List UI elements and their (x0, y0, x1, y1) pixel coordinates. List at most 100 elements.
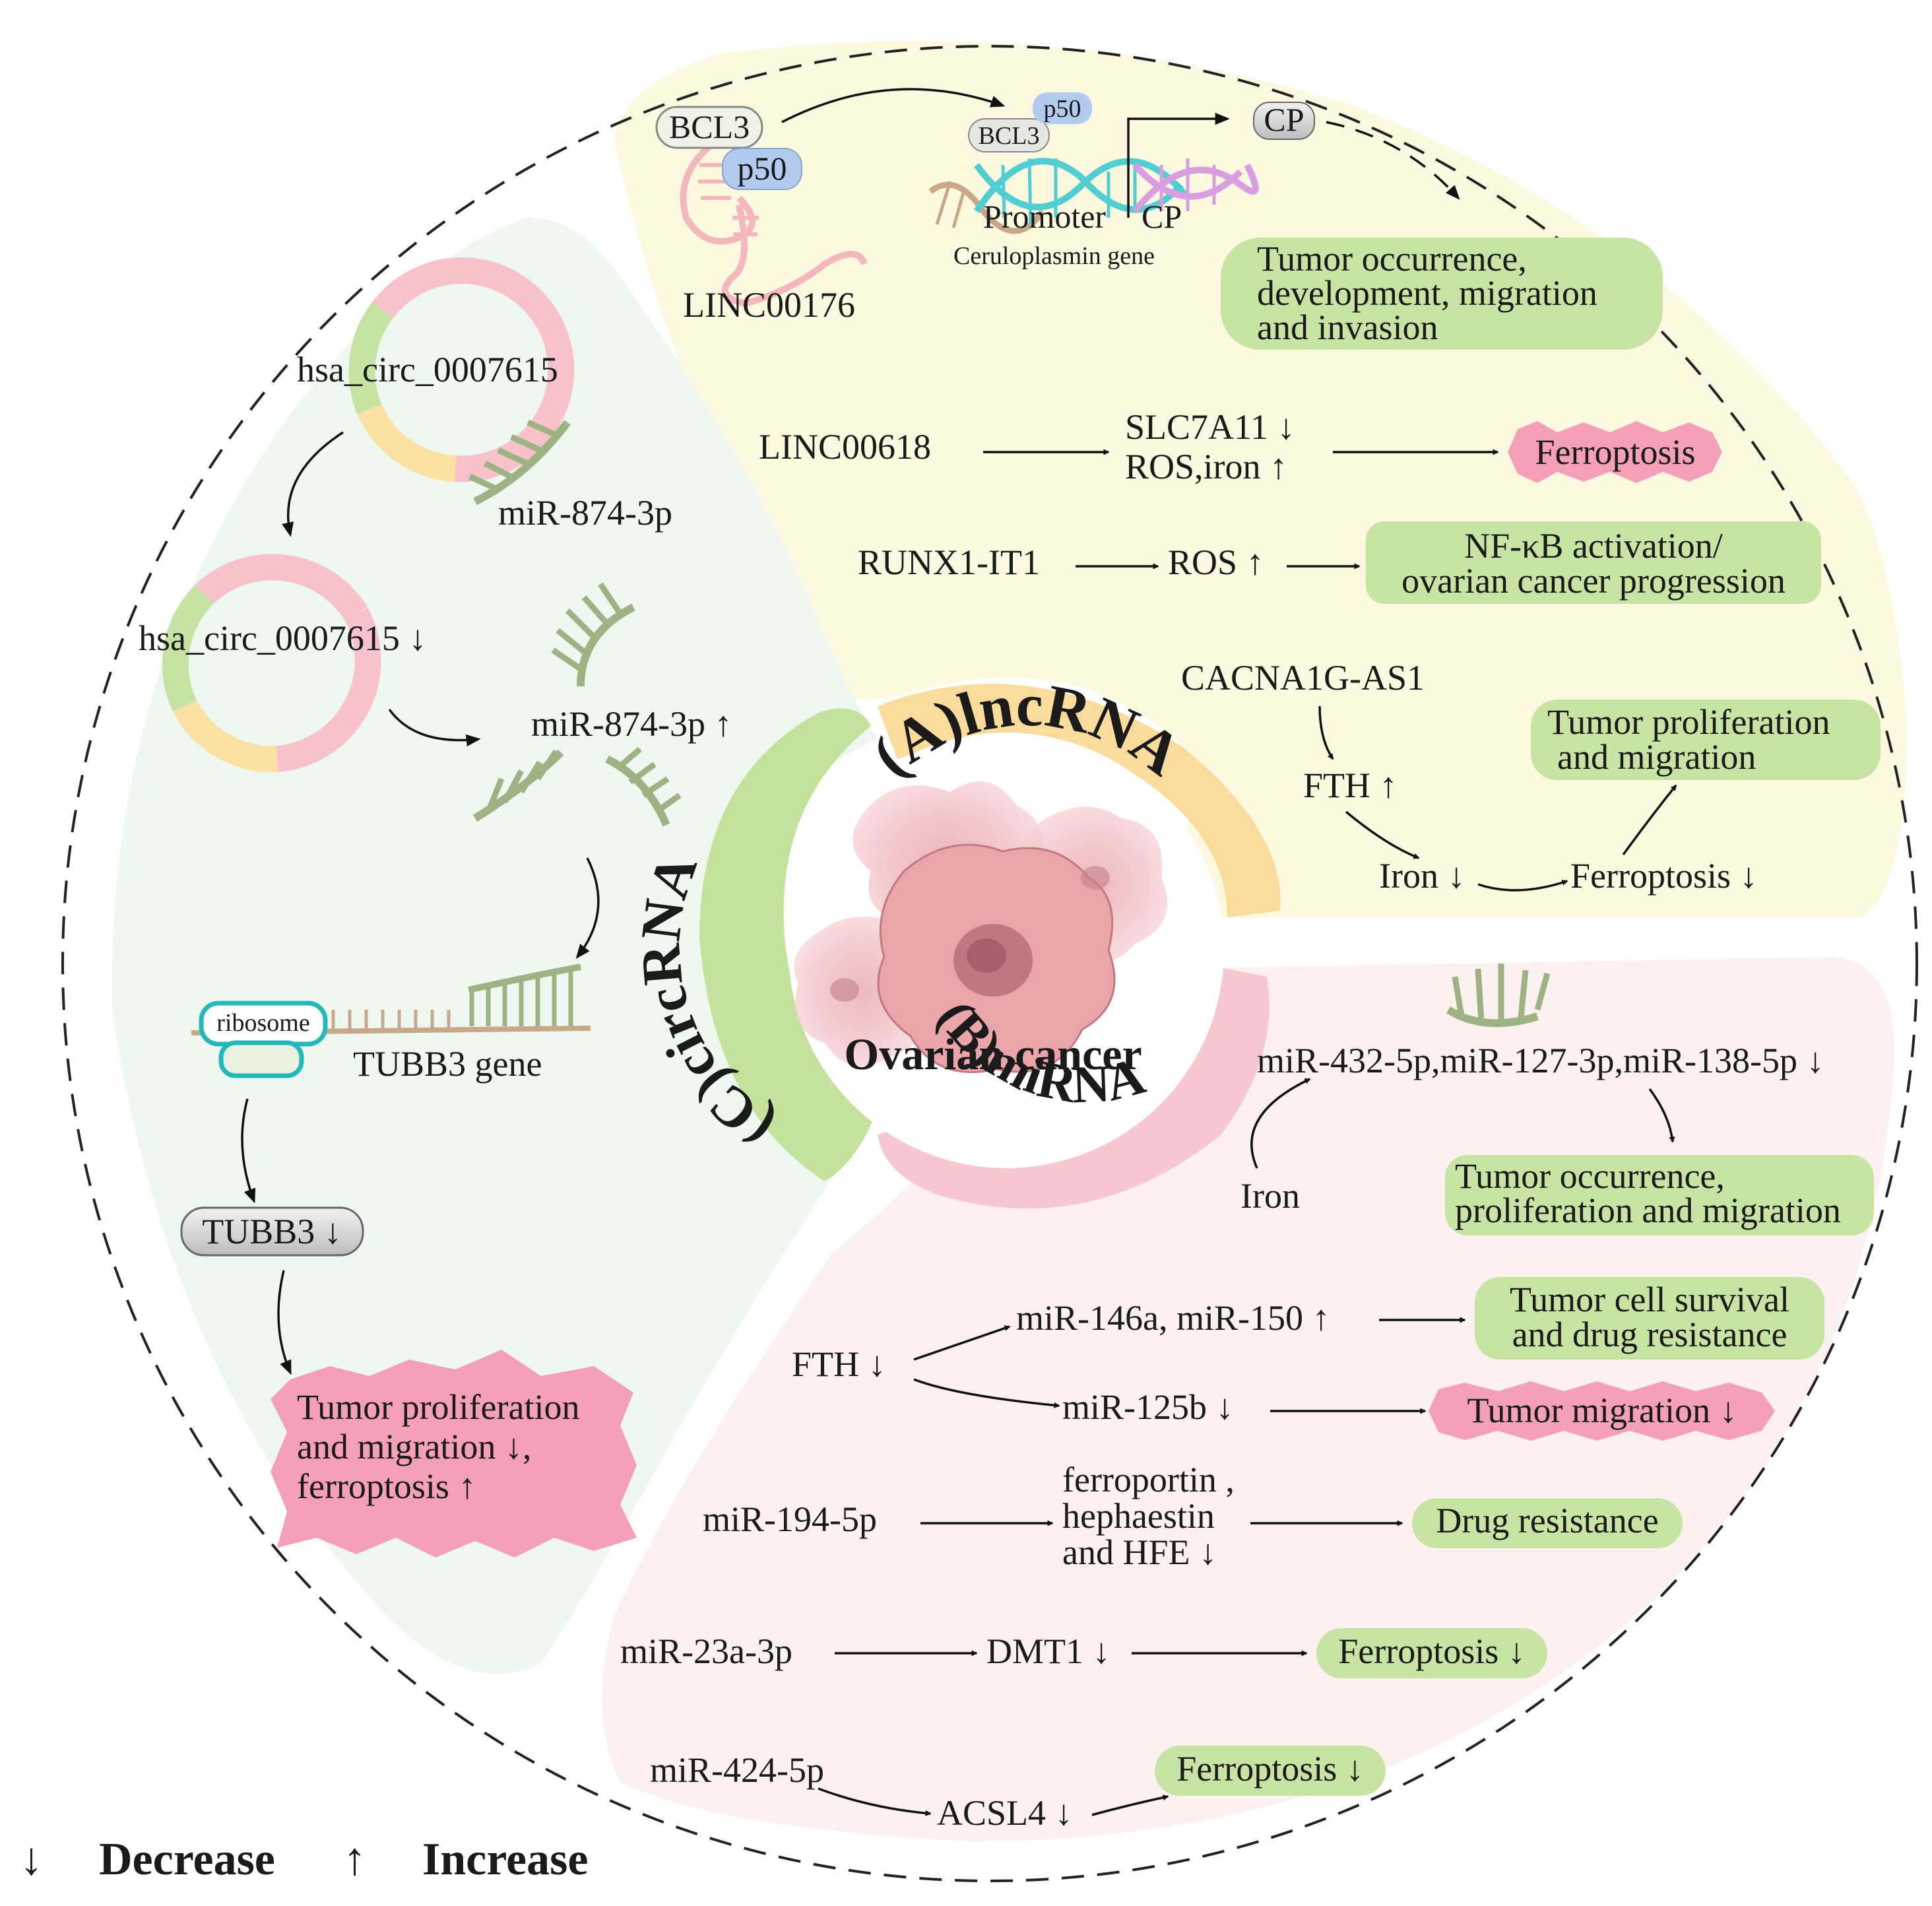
ferroptosis-acsl-box (1155, 1746, 1386, 1796)
tumor-occ-prolif-text: Tumor occurrence, (1455, 1156, 1725, 1196)
ferroptosis-acsl-label: Ferroptosis ↓ (1176, 1749, 1364, 1789)
legend-up-label: Increase (422, 1834, 588, 1885)
legend-up-symbol: ↑ (343, 1834, 366, 1885)
mirna-hairpin-icon (1446, 964, 1551, 1028)
iron-down-label: Iron ↓ (1379, 856, 1465, 896)
legend-down-label: Decrease (99, 1834, 275, 1885)
p50-label: p50 (738, 150, 787, 187)
acsl4-label: ACSL4 ↓ (937, 1793, 1073, 1833)
ferroptosis-to-prolif-arrow (1622, 784, 1677, 856)
result-text: Tumor proliferation (297, 1387, 579, 1427)
mir874-strand-icon-1 (468, 419, 571, 506)
cp-protein-label: CP (1264, 101, 1304, 138)
fth-to-mir125b-arrow (913, 1378, 1060, 1408)
tumor-occurrence-box (1221, 238, 1663, 350)
ferroportin-text: ferroportin , (1062, 1460, 1235, 1499)
iron-label: Iron (1240, 1176, 1300, 1216)
circrna-band (699, 708, 878, 1181)
ros-up-label: ROS ↑ (1168, 542, 1264, 582)
circ2-to-mir874-arrow (388, 708, 481, 747)
ferroptosis-burst-1 (1508, 421, 1722, 483)
nfkb-text: ovarian cancer progression (1401, 561, 1786, 601)
circ1-label: hsa_circ_0007615 (297, 350, 558, 389)
mir874-strand-icon-2 (472, 582, 682, 827)
promoter-label: Promoter (983, 198, 1106, 235)
tumor-occ-prolif-text: proliferation and migration (1455, 1191, 1841, 1230)
p50-pill (722, 148, 802, 190)
result-burst (271, 1350, 637, 1558)
survival-text: Tumor cell survival (1510, 1280, 1789, 1319)
tumor-occ-prolif-box (1445, 1155, 1874, 1235)
ceruloplasmin-gene-label: Ceruloplasmin gene (953, 242, 1155, 270)
tubb3-pill (180, 1206, 364, 1257)
nfkb-text: NF-κB activation/ (1464, 526, 1723, 566)
fth-to-mir146-arrow (913, 1325, 1011, 1361)
ferroptosis-down-label: Ferroptosis ↓ (1570, 856, 1758, 896)
cp-to-tumor-arrow (1326, 121, 1460, 200)
fth-down-label: FTH ↓ (792, 1344, 886, 1384)
ceruloplasmin-dna-icon (928, 158, 1259, 234)
mir146-label: miR-146a, miR-150 ↑ (1016, 1298, 1330, 1338)
ferroptosis-label-1: Ferroptosis (1535, 432, 1696, 472)
tubb3-label: TUBB3 ↓ (202, 1212, 342, 1251)
cancer-cell-icon (794, 781, 1167, 1073)
ferroptosis-dmt-box (1316, 1628, 1547, 1678)
ferroportin-text: hephaestin (1062, 1496, 1215, 1536)
dmt1-label: DMT1 ↓ (986, 1631, 1111, 1671)
linc00176-label: LINC00176 (683, 285, 855, 325)
legend-down-symbol: ↓ (20, 1834, 43, 1885)
legend: ↓ Decrease ↑ Increase (20, 1834, 588, 1885)
mir194-label: miR-194-5p (703, 1499, 877, 1539)
tumor-occurrence-text: development, migration (1257, 273, 1597, 313)
transcription-start-arrow (1127, 112, 1230, 218)
ferroptosis-dmt-label: Ferroptosis ↓ (1338, 1631, 1526, 1671)
mir424-arrow (818, 1787, 932, 1816)
fth-arrow (1345, 810, 1420, 859)
cacna1g-arrow (1318, 706, 1334, 760)
tumor-migration-burst (1429, 1381, 1775, 1441)
linc00618-label: LINC00618 (759, 427, 931, 467)
p50-small-pill (1033, 92, 1092, 124)
tumor-prolif-text: Tumor proliferation (1547, 702, 1830, 742)
center-label: Ovarian cancer (844, 1029, 1142, 1079)
ferroportin-text: and HFE ↓ (1062, 1532, 1217, 1572)
ros-iron-label: ROS,iron ↑ (1125, 447, 1287, 486)
tumor-prolif-box (1531, 700, 1881, 780)
tumor-occurrence-text: Tumor occurrence, (1257, 239, 1527, 279)
ribosome-small-subunit (218, 1040, 304, 1078)
tubb3-gene-to-protein-arrow (241, 1098, 256, 1204)
lncrna-band (878, 684, 1281, 917)
mir874-to-tubb3-gene-arrow (575, 857, 600, 959)
mir23a-label: miR-23a-3p (620, 1631, 792, 1671)
tumor-migration-label: Tumor migration ↓ (1467, 1391, 1737, 1430)
result-text: and migration ↓, (297, 1427, 531, 1466)
mir874-label-2: miR-874-3p ↑ (531, 704, 732, 744)
circ2-label: hsa_circ_0007615 ↓ (139, 618, 426, 658)
bcl3-small-pill (968, 118, 1050, 152)
outer-boundary (61, 45, 1918, 1882)
survival-text: and drug resistance (1512, 1315, 1787, 1354)
fth-up-label: FTH ↑ (1303, 766, 1398, 805)
mir424-label: miR-424-5p (650, 1750, 824, 1790)
nfkb-box (1366, 521, 1821, 604)
linc00176-rna-icon (680, 135, 868, 308)
runx1-label: RUNX1-IT1 (858, 542, 1040, 582)
bcl3-pill (655, 106, 763, 149)
p50-small-label: p50 (1044, 95, 1081, 123)
ribosome-label: ribosome (216, 1009, 309, 1037)
mir432-label: miR-432-5p,miR-127-3p,miR-138-5p ↓ (1257, 1041, 1824, 1080)
tumor-occurrence-text: and invasion (1257, 308, 1438, 347)
bcl3-small-label: BCL3 (979, 122, 1040, 150)
cp-gene-label: CP (1142, 198, 1182, 235)
tubb3-gene-label: TUBB3 gene (353, 1044, 542, 1084)
circ1-to-circ2-arrow (282, 431, 344, 537)
mir874-label-1: miR-874-3p (498, 493, 672, 533)
iron-arrow (1477, 880, 1568, 892)
slc7a11-label: SLC7A11 ↓ (1125, 407, 1295, 447)
cacna1g-label: CACNA1G-AS1 (1181, 658, 1425, 698)
survival-box (1475, 1277, 1824, 1360)
bcl3-label: BCL3 (669, 108, 750, 145)
result-text: ferroptosis ↑ (297, 1466, 476, 1506)
circrna-ring-icon-2 (162, 554, 381, 773)
